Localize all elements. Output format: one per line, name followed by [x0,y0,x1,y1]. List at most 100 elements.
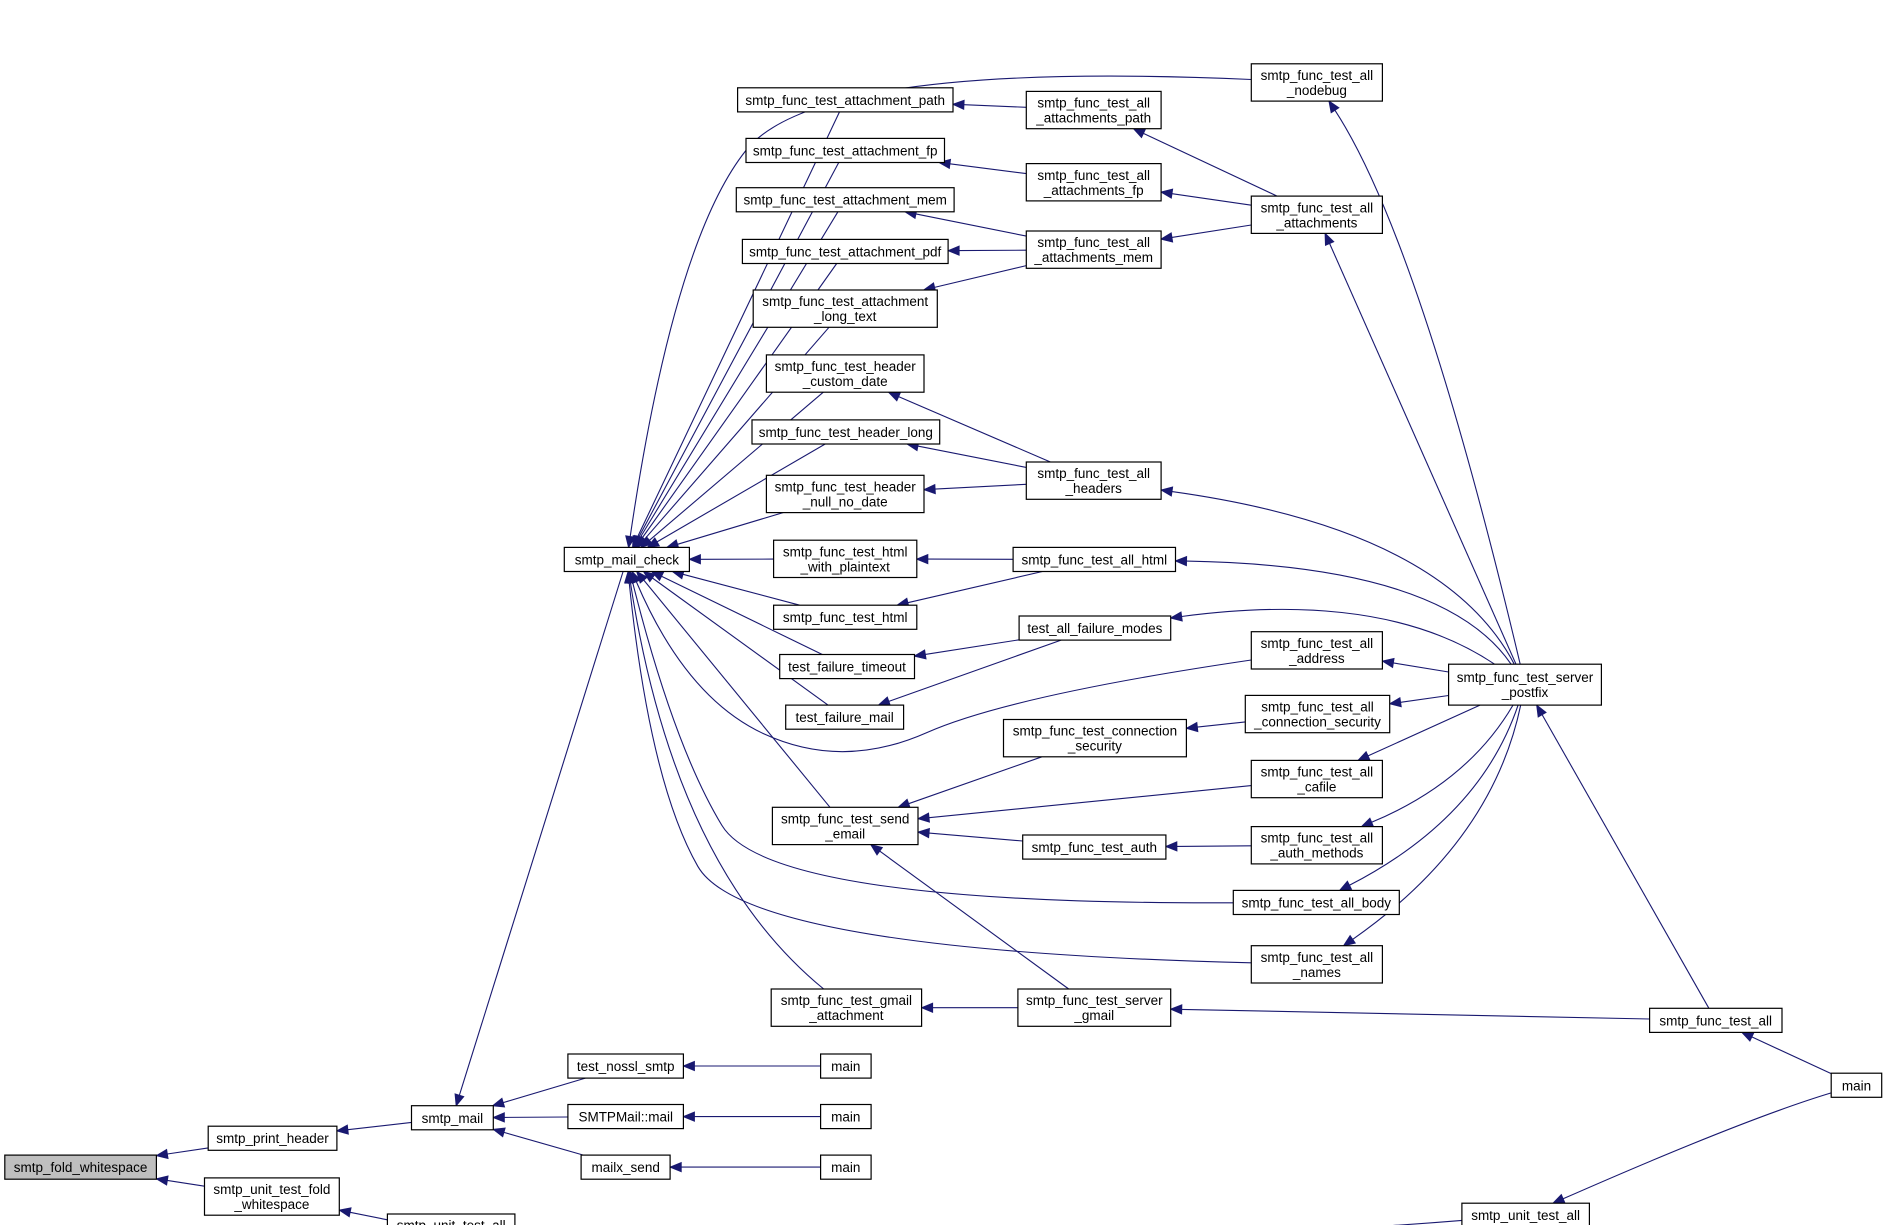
node-att-mem[interactable]: smtp_func_test_attachment_mem [735,187,955,213]
node-box [751,419,941,445]
node-att-pdf[interactable]: smtp_func_test_attachment_pdf [741,238,949,265]
node-all-att-fp[interactable]: smtp_func_test_all_attachments_fp [1025,163,1162,202]
node-fail-timeout[interactable]: test_failure_timeout [779,653,916,680]
arrowhead-all_html-to-html_plain [915,553,929,565]
edge-att_mem-to-mail_check [639,211,839,539]
node-box [203,1177,340,1216]
node-fail-mail[interactable]: test_failure_mail [785,704,905,730]
edge-all_att_mem-to-att_long [934,265,1027,288]
node-label: smtp_func_test_all [1037,168,1150,183]
edge-all_conn_sec-to-conn_sec [1197,721,1246,728]
node-func-all[interactable]: smtp_func_test_all [1648,1007,1783,1033]
node-box [567,1103,685,1130]
node-hdr-null[interactable]: smtp_func_test_header_null_no_date [765,474,925,514]
node-all-fail[interactable]: test_all_failure_modes [1018,615,1172,641]
node-label: _connection_security [1253,715,1381,730]
node-label: smtp_func_test_attachment_mem [744,193,947,208]
node-box [1025,163,1162,202]
arrowhead-gmail_att-to-mail_check [625,570,636,584]
node-label: _with_plaintext [800,559,891,574]
node-conn-sec[interactable]: smtp_func_test_connection_security [1002,718,1187,758]
node-label: main [831,1160,860,1175]
node-all-address[interactable]: smtp_func_test_all_address [1250,631,1384,670]
arrowhead-srv_gmail-to-send_email [869,843,884,856]
arrowhead-postfix-to-all_names [1342,934,1357,947]
node-box [1250,631,1384,670]
node-send-email[interactable]: smtp_func_test_send_email [771,806,919,846]
node-main3[interactable]: main [819,1154,872,1180]
node-label: _long_text [813,309,877,324]
edge-mailx-to-mail [503,1131,584,1156]
node-box [741,238,949,265]
node-mailx[interactable]: mailx_send [580,1154,671,1180]
node-all-headers[interactable]: smtp_func_test_all_headers [1025,461,1162,500]
node-smtpmail[interactable]: SMTPMail::mail [567,1103,685,1130]
node-label: smtp_func_test_html [783,610,908,625]
node-box [765,354,925,393]
node-html-plain[interactable]: smtp_func_test_html_with_plaintext [772,539,918,579]
node-mail[interactable]: smtp_mail [410,1105,494,1131]
node-all-conn-sec[interactable]: smtp_func_test_all_connection_security [1244,694,1391,734]
node-box [735,187,955,213]
node-fold[interactable]: smtp_fold_whitespace [4,1154,158,1180]
edge-postfix-to-all_body [1349,704,1519,886]
edge-postfix-to-all_headers [1171,491,1515,665]
edge-hdr_custom-to-mail_check [649,391,824,541]
node-unit-fold[interactable]: smtp_unit_test_fold_whitespace [203,1177,340,1216]
node-all-cafile[interactable]: smtp_func_test_all_cafile [1250,759,1384,799]
node-label: smtp_func_test_header_long [759,425,933,440]
node-box [1648,1007,1783,1033]
node-label: main [831,1059,860,1074]
node-box [386,1213,516,1225]
node-box [567,1053,685,1079]
node-box [1025,230,1162,269]
arrowhead-srv_gmail-to-gmail_att [920,1002,934,1013]
node-label: main [1842,1078,1871,1093]
node-att-long[interactable]: smtp_func_test_attachment_long_text [752,289,938,328]
node-att-fp[interactable]: smtp_func_test_attachment_fp [745,137,946,164]
arrowhead-postfix-to-all_cafile [1356,750,1371,761]
node-all-att-mem[interactable]: smtp_func_test_all_attachments_mem [1025,230,1162,269]
edge-layer [155,75,1832,1225]
node-print-header[interactable]: smtp_print_header [207,1125,338,1151]
node-label: _postfix [1501,685,1549,700]
edge-postfix-to-all_conn_sec [1400,694,1449,703]
arrowhead-unit_fold-to-fold [155,1175,169,1186]
arrowhead-hdr_long-to-mail_check [646,537,661,549]
node-srv-gmail[interactable]: smtp_func_test_server_gmail [1017,988,1172,1027]
node-main1[interactable]: main [819,1053,872,1079]
node-label: smtp_func_test_auth [1032,840,1157,855]
node-gmail-att[interactable]: smtp_func_test_gmail_attachment [770,988,923,1027]
node-all-att-path[interactable]: smtp_func_test_all_attachments_path [1025,90,1162,130]
arrowhead-all_nodebug-to-mail_check [625,535,636,549]
node-hdr-long[interactable]: smtp_func_test_header_long [751,419,941,445]
edge-conn_sec-to-send_email [908,756,1043,805]
node-auth[interactable]: smtp_func_test_auth [1022,834,1167,860]
edge-gmail_att-to-mail_check [629,582,825,990]
node-box [1022,834,1167,860]
node-all-attachments[interactable]: smtp_func_test_all_attachments [1250,195,1384,235]
arrowhead-main4-to-func_all [1740,1031,1755,1042]
arrowhead-main3-to-mailx [668,1161,682,1173]
arrowhead-all_headers-to-hdr_custom [887,391,902,402]
node-mail-check[interactable]: smtp_mail_check [563,546,690,573]
node-main4[interactable]: main [1830,1072,1883,1098]
node-main2[interactable]: main [819,1103,872,1130]
node-label: _names [1292,965,1341,980]
node-all-names[interactable]: smtp_func_test_all_names [1250,945,1384,984]
node-all-nodebug[interactable]: smtp_func_test_all_nodebug [1250,63,1384,102]
node-unit-all[interactable]: smtp_unit_test_all [1461,1202,1591,1225]
node-html[interactable]: smtp_func_test_html [772,604,918,630]
node-nossl[interactable]: test_nossl_smtp [567,1053,685,1079]
node-hdr-custom[interactable]: smtp_func_test_header_custom_date [765,354,925,393]
node-all-body[interactable]: smtp_func_test_all_body [1232,889,1400,916]
node-unit-all-fold[interactable]: smtp_unit_test_all_fold_whitespace [386,1213,516,1225]
node-att-path[interactable]: smtp_func_test_attachment_path [736,87,954,113]
node-all-html[interactable]: smtp_func_test_all_html [1012,546,1177,573]
node-all-auth[interactable]: smtp_func_test_all_auth_methods [1250,825,1384,865]
node-label: smtp_unit_test_all [1471,1208,1580,1223]
edge-main4-to-unit_all [1562,1092,1832,1200]
node-postfix[interactable]: smtp_func_test_server_postfix [1447,663,1602,706]
node-box [1250,195,1384,235]
